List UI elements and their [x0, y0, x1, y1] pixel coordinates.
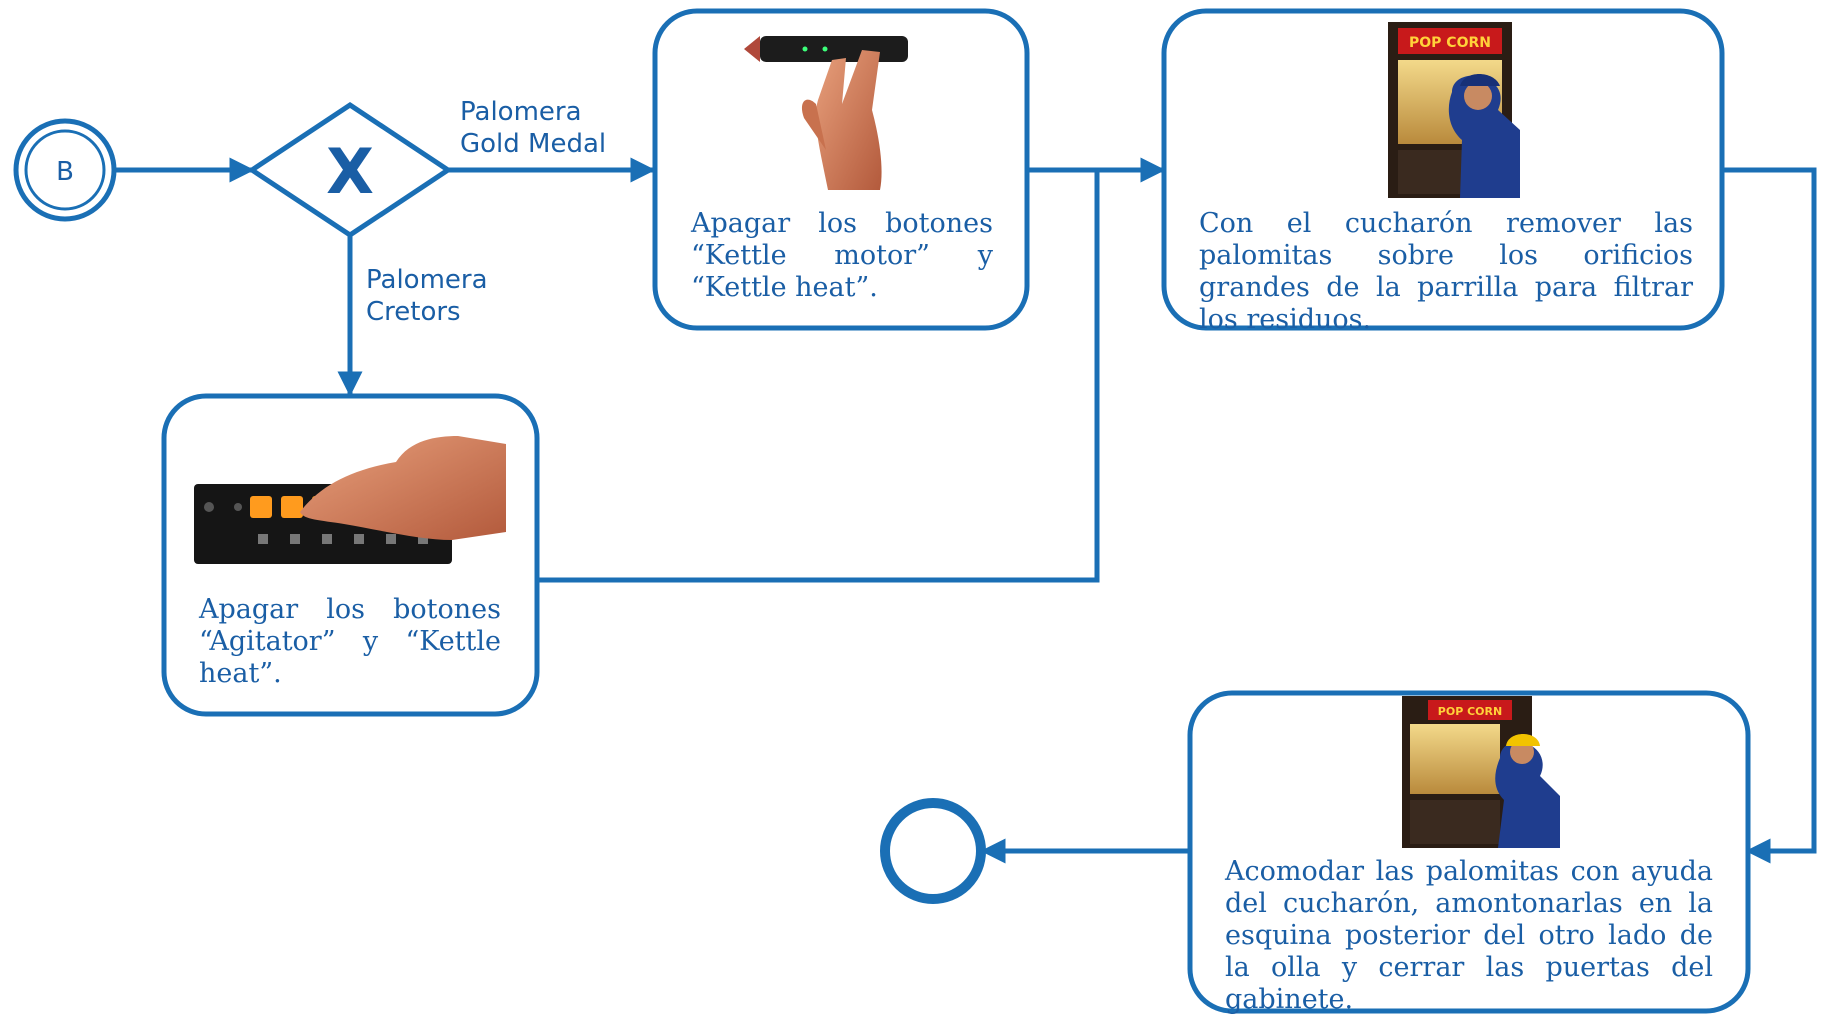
task-text-arrange: Acomodar las palomitas con ayuda del cuc… [1225, 856, 1713, 1015]
popcorn-machine-closing-photo: POP CORN [1402, 696, 1560, 848]
task-text-stir: Con el cucharón remover las palomitas so… [1199, 208, 1693, 335]
route-label-gold-medal: Palomera Gold Medal [460, 97, 607, 159]
popcorn-sign-2: POP CORN [1438, 705, 1502, 718]
route-label-cretors: Palomera Cretors [366, 265, 488, 327]
flow-stir-to-arrange [1722, 167, 1817, 864]
start-event-label: B [56, 157, 74, 187]
start-event: B [13, 118, 117, 222]
control-panel-photo [194, 436, 506, 564]
task-text-cretors: Apagar los botones “Agitator” y “Kettle … [199, 594, 501, 689]
hand-pressing-switch-photo [744, 36, 908, 190]
task-text-gold-medal: Apagar los botones “Kettle motor” y “Ket… [691, 208, 993, 303]
popcorn-machine-photo: POP CORN [1388, 22, 1520, 198]
connectors [114, 157, 1817, 864]
gateway-symbol: X [326, 135, 374, 208]
flow-cretors-to-merge [538, 170, 1100, 583]
exclusive-gateway: X [247, 102, 453, 238]
task-box-arrange [1187, 690, 1751, 1014]
popcorn-sign: POP CORN [1409, 35, 1491, 51]
end-event [880, 798, 986, 904]
